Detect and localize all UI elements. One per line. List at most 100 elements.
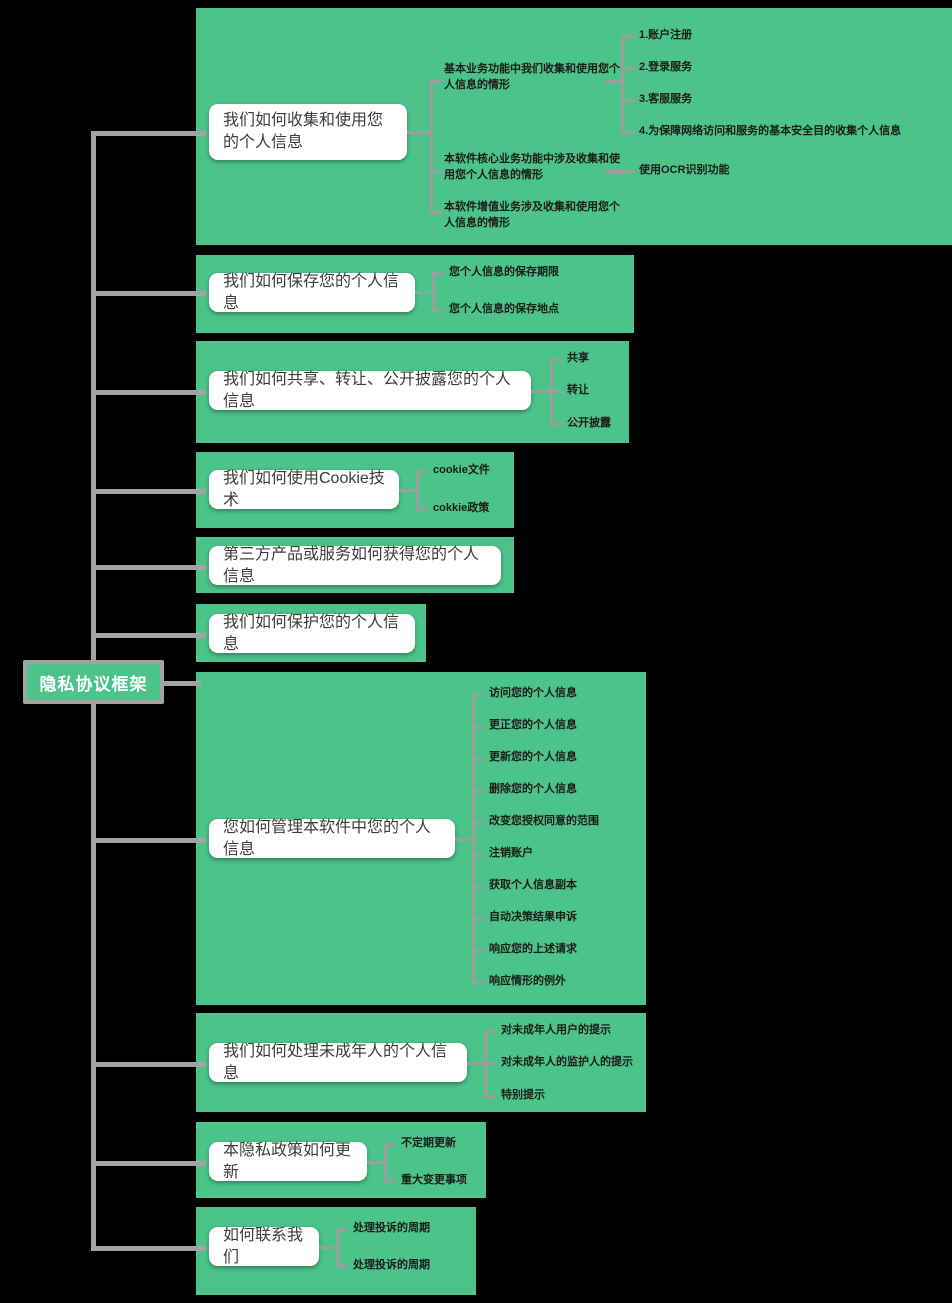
leaf-2-1-label: 您个人信息的保存期限	[449, 266, 559, 278]
conn-1-1-spine	[621, 35, 624, 134]
branch-node-7[interactable]: 您如何管理本软件中您的个人信息	[209, 819, 455, 858]
leaf-1-1-1[interactable]: 1.账户注册	[639, 28, 692, 44]
leaf-8-3[interactable]: 特别提示	[501, 1088, 545, 1104]
conn-7-l10	[472, 981, 484, 984]
branch-node-5[interactable]: 第三方产品或服务如何获得您的个人信息	[209, 546, 501, 585]
leaf-4-2[interactable]: cokkie政策	[433, 501, 489, 517]
branch-node-8-label: 我们如何处理未成年人的个人信息	[223, 1042, 448, 1082]
leaf-1-1-2[interactable]: 2.登录服务	[639, 60, 692, 76]
leaf-7-3-label: 更新您的个人信息	[489, 751, 577, 763]
root-node[interactable]: 隐私协议框架	[27, 664, 160, 700]
branch-stub-1	[91, 131, 206, 136]
branch-stub-6	[91, 633, 206, 638]
leaf-8-1[interactable]: 对未成年人用户的提示	[501, 1023, 611, 1039]
leaf-8-2[interactable]: 对未成年人的监护人的提示	[501, 1055, 633, 1071]
leaf-7-1-label: 访问您的个人信息	[489, 687, 577, 699]
leaf-10-1-label: 处理投诉的周期	[353, 1222, 430, 1234]
leaf-1-1-3[interactable]: 3.客服服务	[639, 92, 692, 108]
leaf-8-1-label: 对未成年人用户的提示	[501, 1024, 611, 1036]
branch-stub-5	[91, 565, 206, 570]
leaf-3-1[interactable]: 共享	[567, 351, 589, 367]
conn-3-l3	[550, 423, 562, 426]
leaf-3-2[interactable]: 转让	[567, 383, 589, 399]
conn-1-1-l3	[621, 99, 635, 102]
leaf-10-2[interactable]: 处理投诉的周期	[353, 1258, 430, 1274]
branch-node-2[interactable]: 我们如何保存您的个人信息	[209, 273, 415, 312]
leaf-7-4[interactable]: 删除您的个人信息	[489, 782, 577, 798]
branch-node-8[interactable]: 我们如何处理未成年人的个人信息	[209, 1043, 467, 1082]
sub-node-1-3[interactable]: 本软件增值业务涉及收集和使用您个人信息的情形	[444, 200, 622, 232]
conn-4-out	[399, 489, 417, 492]
leaf-7-5[interactable]: 改变您授权同意的范围	[489, 814, 599, 830]
conn-7-l7	[472, 885, 484, 888]
leaf-7-2[interactable]: 更正您的个人信息	[489, 718, 577, 734]
leaf-2-1[interactable]: 您个人信息的保存期限	[449, 265, 559, 281]
conn-3-l2	[550, 390, 562, 393]
conn-7-l9	[472, 949, 484, 952]
leaf-1-2-1-label: 使用OCR识别功能	[639, 164, 730, 176]
conn-10-spine	[336, 1228, 339, 1268]
leaf-4-1-label: cookie文件	[433, 464, 490, 476]
conn-4-l2	[416, 508, 428, 511]
branch-stub-2	[91, 291, 206, 296]
conn-7-l2	[472, 725, 484, 728]
root-node-label: 隐私协议框架	[39, 674, 148, 694]
leaf-3-3[interactable]: 公开披露	[567, 416, 611, 432]
leaf-7-1[interactable]: 访问您的个人信息	[489, 686, 577, 702]
conn-7-l5	[472, 821, 484, 824]
sub-node-1-2-label: 本软件核心业务功能中涉及收集和使用您个人信息的情形	[444, 153, 620, 181]
leaf-7-6-label: 注销账户	[489, 847, 533, 859]
leaf-7-6[interactable]: 注销账户	[489, 846, 533, 862]
leaf-9-2-label: 重大变更事项	[401, 1174, 467, 1186]
leaf-7-10[interactable]: 响应情形的例外	[489, 974, 566, 990]
branch-node-10[interactable]: 如何联系我们	[209, 1227, 319, 1266]
sub-node-1-2[interactable]: 本软件核心业务功能中涉及收集和使用您个人信息的情形	[444, 152, 622, 184]
branch-node-1[interactable]: 我们如何收集和使用您的个人信息	[209, 104, 407, 160]
leaf-9-2[interactable]: 重大变更事项	[401, 1173, 467, 1189]
leaf-7-8[interactable]: 自动决策结果申诉	[489, 910, 577, 926]
leaf-7-9[interactable]: 响应您的上述请求	[489, 942, 577, 958]
leaf-1-2-1[interactable]: 使用OCR识别功能	[639, 163, 729, 179]
leaf-3-3-label: 公开披露	[567, 417, 611, 429]
conn-2-out	[415, 291, 433, 294]
leaf-10-2-label: 处理投诉的周期	[353, 1259, 430, 1271]
leaf-7-2-label: 更正您的个人信息	[489, 719, 577, 731]
branch-node-2-label: 我们如何保存您的个人信息	[223, 272, 400, 312]
leaf-7-3[interactable]: 更新您的个人信息	[489, 750, 577, 766]
branch-stub-10	[91, 1246, 206, 1251]
leaf-10-1[interactable]: 处理投诉的周期	[353, 1221, 430, 1237]
leaf-7-5-label: 改变您授权同意的范围	[489, 815, 599, 827]
conn-1-1-out	[605, 80, 622, 83]
conn-1-out	[407, 131, 431, 134]
sub-node-1-1[interactable]: 基本业务功能中我们收集和使用您个人信息的情形	[444, 62, 622, 94]
branch-node-4[interactable]: 我们如何使用Cookie技术	[209, 470, 399, 509]
branch-node-6[interactable]: 我们如何保护您的个人信息	[209, 614, 415, 653]
leaf-7-9-label: 响应您的上述请求	[489, 943, 577, 955]
conn-1-c1	[430, 80, 442, 83]
leaf-2-2[interactable]: 您个人信息的保存地点	[449, 302, 559, 318]
leaf-9-1[interactable]: 不定期更新	[401, 1136, 456, 1152]
conn-9-l1	[384, 1143, 396, 1146]
sub-node-1-3-label: 本软件增值业务涉及收集和使用您个人信息的情形	[444, 201, 620, 229]
branch-node-7-label: 您如何管理本软件中您的个人信息	[223, 818, 432, 858]
leaf-7-4-label: 删除您的个人信息	[489, 783, 577, 795]
conn-1-1-l4	[621, 131, 635, 134]
conn-1-c2	[430, 170, 442, 173]
conn-7-l4	[472, 789, 484, 792]
branch-node-3[interactable]: 我们如何共享、转让、公开披露您的个人信息	[209, 371, 531, 410]
conn-8-l3	[484, 1095, 496, 1098]
leaf-7-7-label: 获取个人信息副本	[489, 879, 577, 891]
conn-3-out	[531, 390, 551, 393]
leaf-1-1-4[interactable]: 4.为保障网络访问和服务的基本安全目的收集个人信息	[639, 124, 901, 140]
conn-1-spine	[430, 80, 433, 213]
leaf-4-1[interactable]: cookie文件	[433, 463, 490, 479]
conn-4-spine	[416, 470, 419, 511]
conn-10-l1	[336, 1228, 348, 1231]
conn-8-l2	[484, 1062, 496, 1065]
leaf-1-1-4-label: 4.为保障网络访问和服务的基本安全目的收集个人信息	[639, 125, 902, 137]
conn-9-spine	[384, 1143, 387, 1183]
leaf-7-7[interactable]: 获取个人信息副本	[489, 878, 577, 894]
branch-node-9[interactable]: 本隐私政策如何更新	[209, 1142, 367, 1181]
conn-8-l1	[484, 1030, 496, 1033]
branch-stub-3	[91, 390, 206, 395]
